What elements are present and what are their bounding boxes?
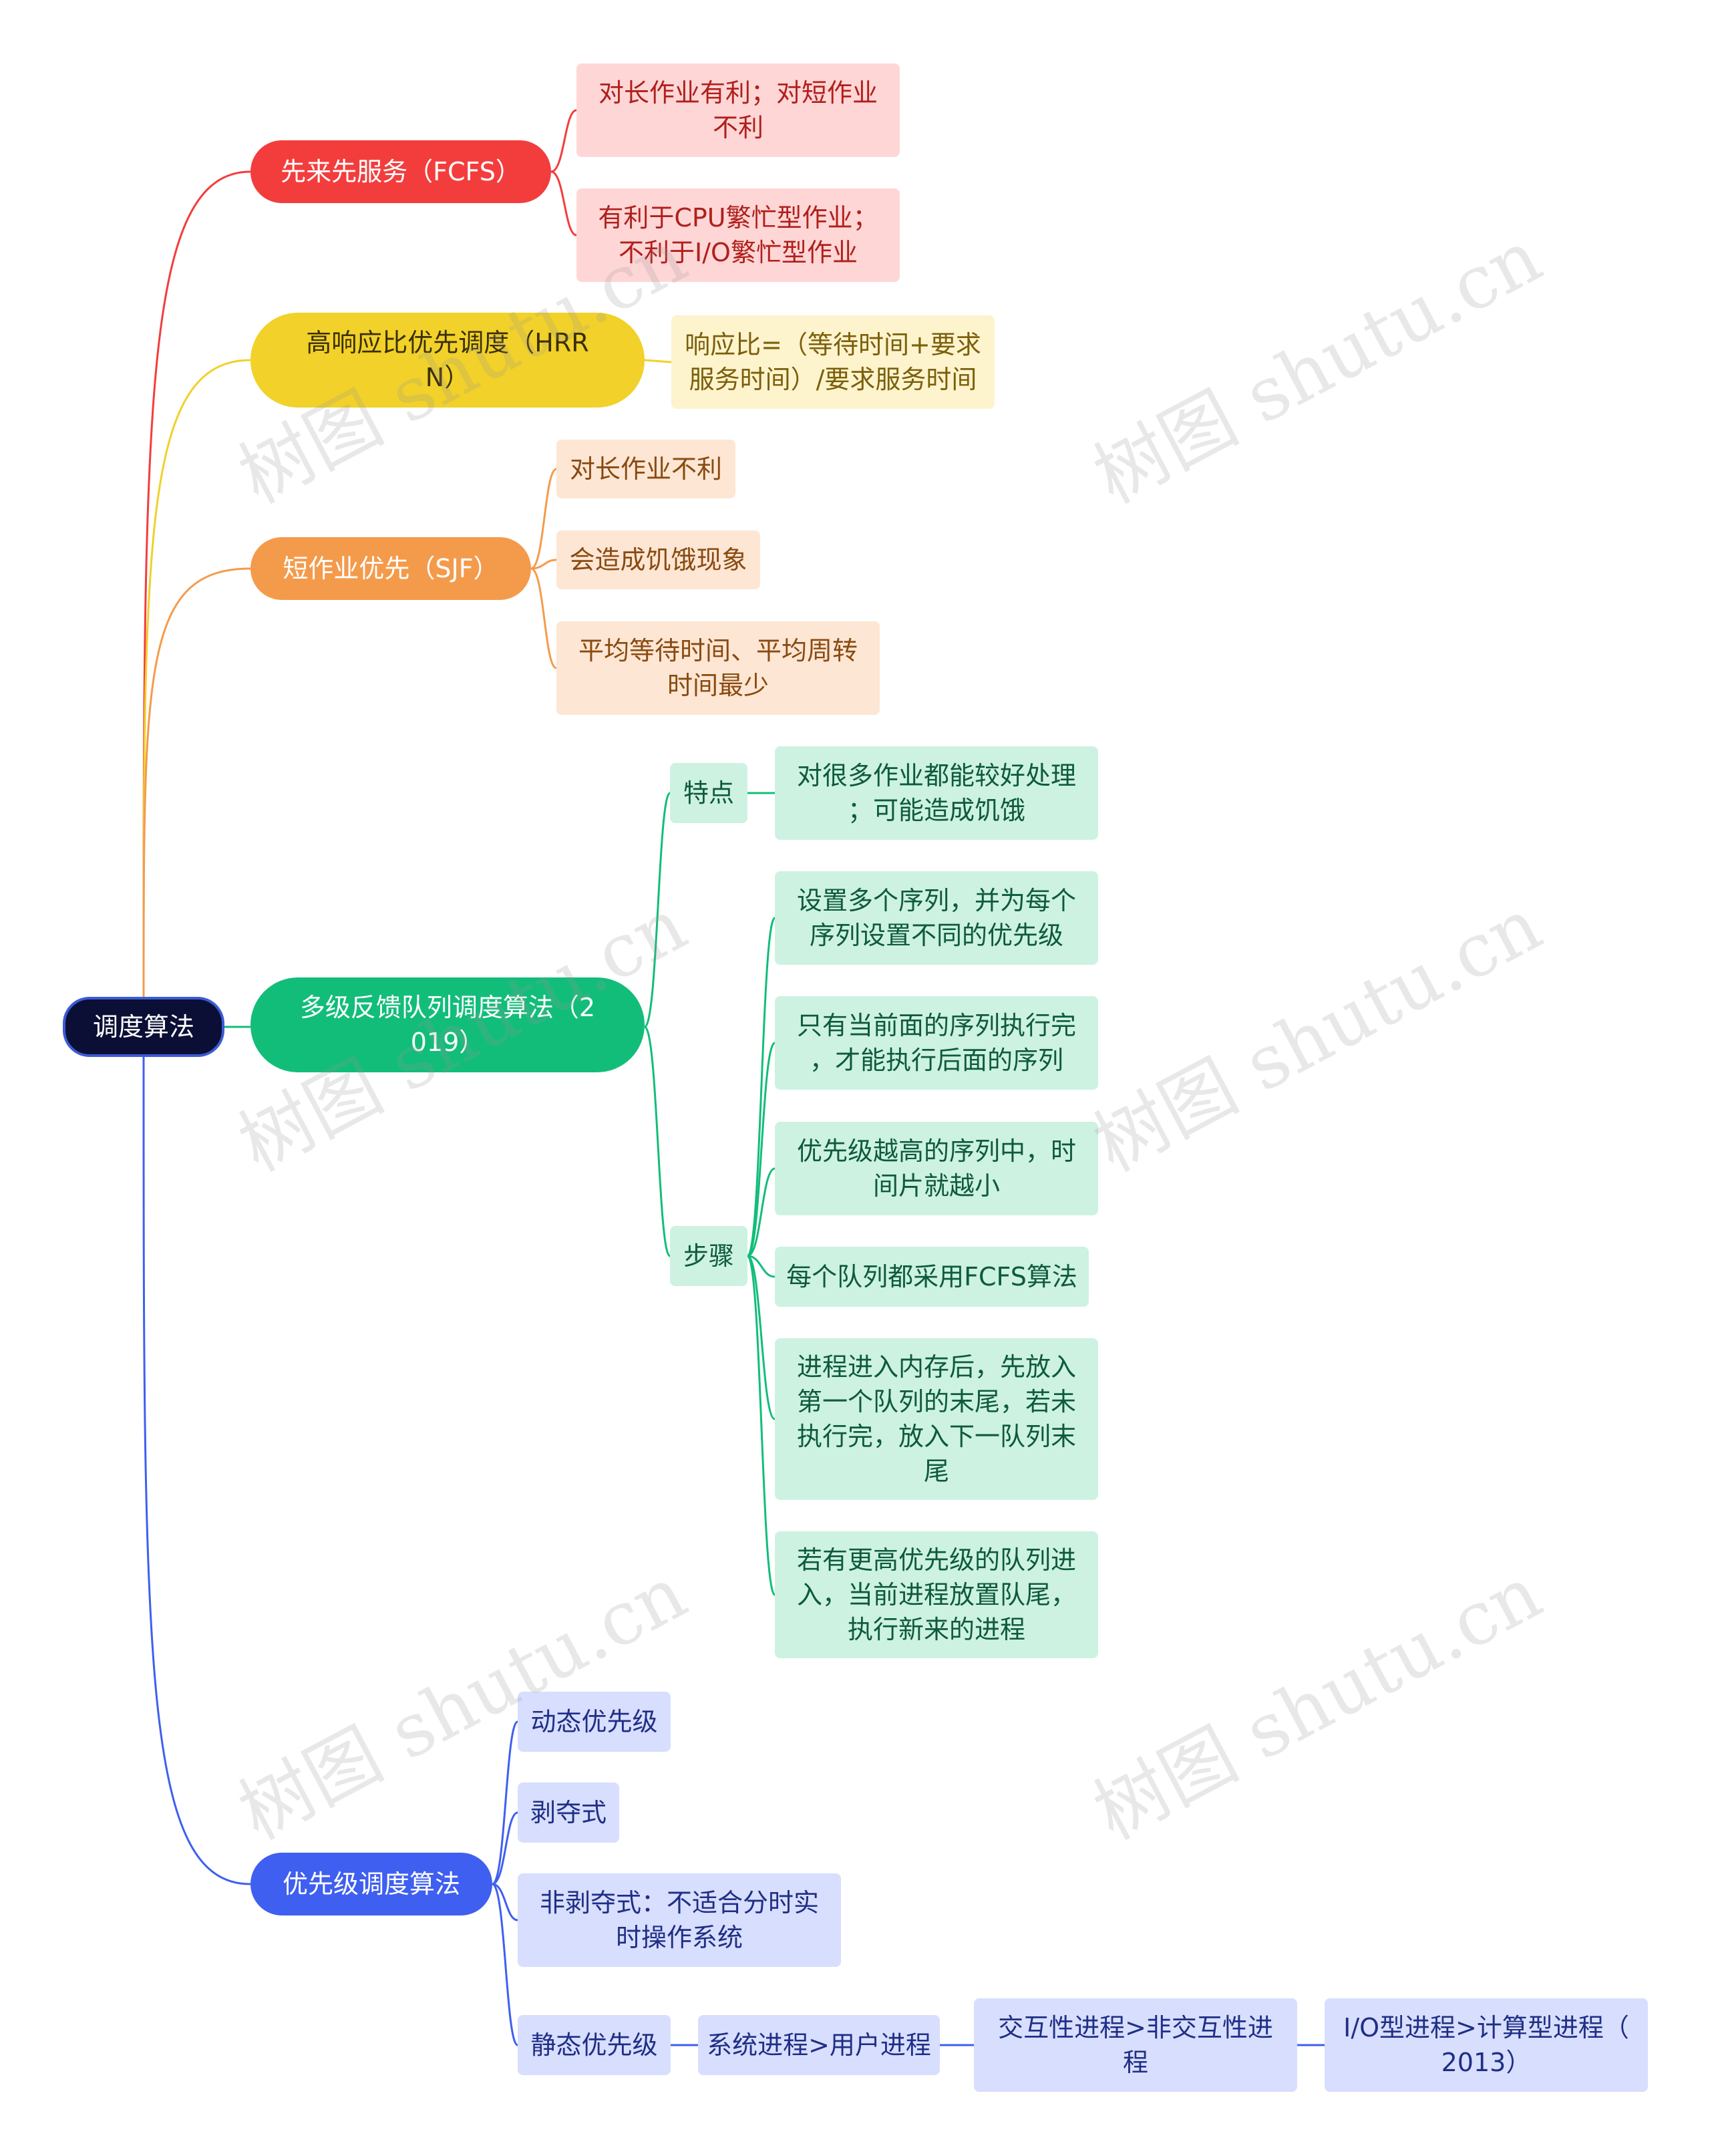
branch-sjf[interactable]: 短作业优先（SJF） bbox=[250, 537, 531, 600]
mlfq-step-5-text: 进程进入内存后，先放入第一个队列的末尾，若未执行完，放入下一队列末尾 bbox=[796, 1352, 1076, 1486]
sjf-item-2[interactable]: 会造成饥饿现象 bbox=[556, 530, 760, 589]
priority-item-1[interactable]: 动态优先级 bbox=[518, 1692, 671, 1752]
mlfq-features[interactable]: 特点 bbox=[670, 763, 747, 823]
link-prio-2 bbox=[492, 1811, 518, 1885]
mlfq-steps[interactable]: 步骤 bbox=[670, 1226, 747, 1286]
fcfs-item-2-text: 有利于CPU繁忙型作业；不利于I/O繁忙型作业 bbox=[598, 203, 878, 267]
link-hrrn-1 bbox=[644, 359, 672, 363]
mlfq-step-1[interactable]: 设置多个序列，并为每个序列设置不同的优先级 bbox=[775, 871, 1098, 965]
mlfq-step-3-text: 优先级越高的序列中，时间片就越小 bbox=[796, 1136, 1076, 1201]
link-root-sjf bbox=[142, 567, 251, 997]
fcfs-item-2[interactable]: 有利于CPU繁忙型作业；不利于I/O繁忙型作业 bbox=[576, 188, 900, 282]
priority-chain-1[interactable]: 系统进程>用户进程 bbox=[698, 2015, 940, 2075]
link-sjf-3 bbox=[530, 567, 557, 669]
mlfq-step-2[interactable]: 只有当前面的序列执行完，才能执行后面的序列 bbox=[775, 996, 1098, 1090]
branch-sjf-label: 短作业优先（SJF） bbox=[283, 554, 499, 583]
mlfq-feature-item-1-text: 对很多作业都能较好处理；可能造成饥饿 bbox=[796, 761, 1076, 825]
link-sjf-2 bbox=[530, 559, 557, 570]
link-steps-4 bbox=[747, 1255, 776, 1278]
priority-chain-2[interactable]: 交互性进程>非交互性进程 bbox=[974, 1998, 1297, 2092]
mlfq-step-1-text: 设置多个序列，并为每个序列设置不同的优先级 bbox=[796, 886, 1076, 950]
mlfq-step-3[interactable]: 优先级越高的序列中，时间片就越小 bbox=[775, 1122, 1098, 1215]
sjf-item-1-text: 对长作业不利 bbox=[569, 454, 722, 484]
link-root-prio bbox=[142, 1056, 251, 1885]
link-root-hrrn bbox=[142, 359, 251, 997]
mlfq-steps-label: 步骤 bbox=[683, 1241, 734, 1271]
link-prio-4 bbox=[492, 1883, 519, 2046]
mlfq-step-5[interactable]: 进程进入内存后，先放入第一个队列的末尾，若未执行完，放入下一队列末尾 bbox=[775, 1338, 1098, 1500]
mlfq-step-4[interactable]: 每个队列都采用FCFS算法 bbox=[775, 1247, 1089, 1307]
branch-fcfs-label: 先来先服务（FCFS） bbox=[281, 157, 521, 186]
fcfs-item-1-text: 对长作业有利；对短作业不利 bbox=[598, 78, 878, 142]
fcfs-item-1[interactable]: 对长作业有利；对短作业不利 bbox=[576, 63, 900, 157]
mlfq-step-6-text: 若有更高优先级的队列进入，当前进程放置队尾，执行新来的进程 bbox=[796, 1545, 1076, 1644]
link-fcfs-2 bbox=[550, 170, 577, 237]
priority-item-4-text: 静态优先级 bbox=[530, 2030, 658, 2060]
sjf-item-3[interactable]: 平均等待时间、平均周转时间最少 bbox=[556, 621, 880, 715]
link-root-fcfs bbox=[142, 170, 251, 997]
link-steps-2 bbox=[746, 1042, 776, 1257]
hrrn-item-1[interactable]: 响应比=（等待时间+要求服务时间）/要求服务时间 bbox=[671, 315, 995, 409]
sjf-item-3-text: 平均等待时间、平均周转时间最少 bbox=[578, 636, 858, 700]
branch-fcfs[interactable]: 先来先服务（FCFS） bbox=[250, 140, 551, 203]
priority-item-4[interactable]: 静态优先级 bbox=[518, 2015, 671, 2075]
link-fcfs-1 bbox=[550, 109, 577, 173]
priority-item-2[interactable]: 剥夺式 bbox=[518, 1783, 619, 1843]
link-steps-1 bbox=[746, 917, 776, 1257]
branch-priority[interactable]: 优先级调度算法 bbox=[250, 1853, 492, 1915]
link-sjf-1 bbox=[530, 468, 557, 570]
priority-chain-1-text: 系统进程>用户进程 bbox=[707, 2030, 931, 2060]
link-steps-5 bbox=[747, 1255, 776, 1420]
mlfq-step-6[interactable]: 若有更高优先级的队列进入，当前进程放置队尾，执行新来的进程 bbox=[775, 1531, 1098, 1658]
root-label: 调度算法 bbox=[92, 1012, 194, 1042]
mlfq-features-label: 特点 bbox=[683, 778, 734, 808]
root-node[interactable]: 调度算法 bbox=[63, 997, 224, 1057]
sjf-item-2-text: 会造成饥饿现象 bbox=[569, 545, 747, 575]
branch-priority-label: 优先级调度算法 bbox=[282, 1869, 460, 1899]
mlfq-step-2-text: 只有当前面的序列执行完，才能执行后面的序列 bbox=[796, 1011, 1076, 1075]
priority-item-3[interactable]: 非剥夺式：不适合分时实时操作系统 bbox=[518, 1873, 841, 1967]
link-steps-3 bbox=[747, 1167, 776, 1257]
priority-chain-3-text: I/O型进程>计算型进程（2013） bbox=[1343, 2013, 1629, 2077]
hrrn-item-1-text: 响应比=（等待时间+要求服务时间）/要求服务时间 bbox=[685, 330, 981, 394]
link-prio-3 bbox=[492, 1883, 518, 1921]
link-mlfq-1 bbox=[643, 792, 671, 1028]
priority-item-1-text: 动态优先级 bbox=[530, 1707, 658, 1736]
link-prio-1 bbox=[492, 1720, 519, 1885]
priority-chain-3[interactable]: I/O型进程>计算型进程（2013） bbox=[1325, 1998, 1648, 2092]
mlfq-feature-item-1[interactable]: 对很多作业都能较好处理；可能造成饥饿 bbox=[775, 746, 1098, 840]
link-mlfq-2 bbox=[643, 1026, 671, 1257]
link-steps-6 bbox=[746, 1255, 776, 1596]
sjf-item-1[interactable]: 对长作业不利 bbox=[556, 440, 735, 498]
priority-item-3-text: 非剥夺式：不适合分时实时操作系统 bbox=[539, 1888, 819, 1952]
priority-item-2-text: 剥夺式 bbox=[530, 1798, 607, 1827]
priority-chain-2-text: 交互性进程>非交互性进程 bbox=[998, 2013, 1273, 2077]
mlfq-step-4-text: 每个队列都采用FCFS算法 bbox=[786, 1262, 1077, 1291]
